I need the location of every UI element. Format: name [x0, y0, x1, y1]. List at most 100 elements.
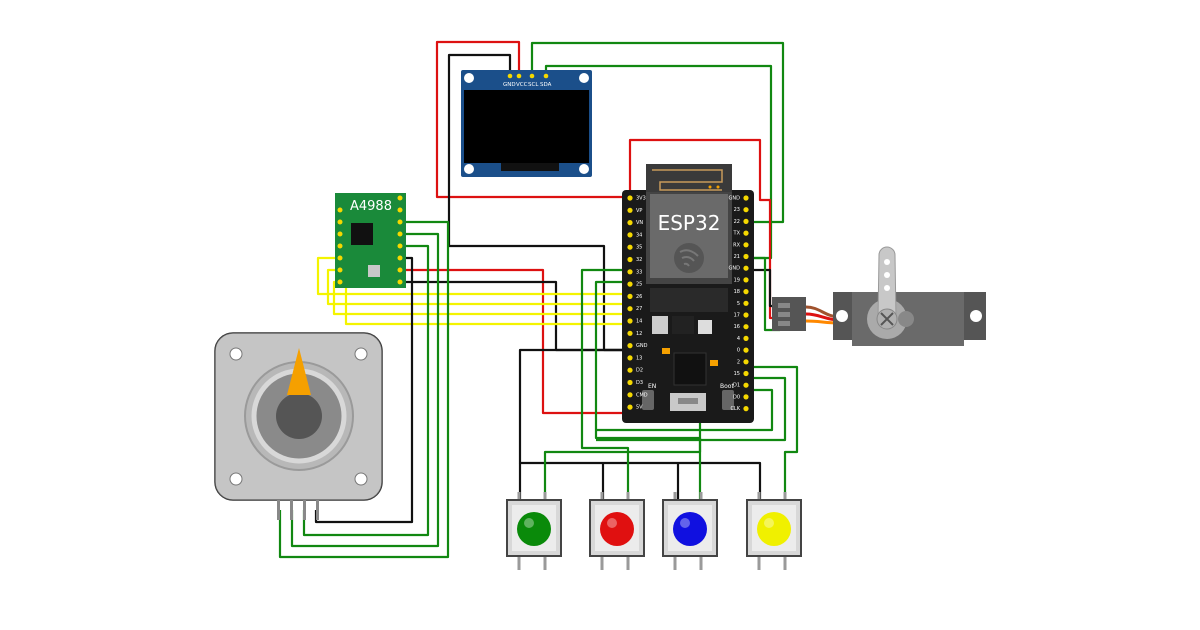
wire-a4988-y4: [344, 282, 630, 326]
wire-oled-vcc: [435, 40, 630, 199]
esp32-pin[interactable]: [743, 253, 749, 260]
wire-btn-blue: [594, 280, 702, 500]
esp32-pin[interactable]: [743, 382, 749, 388]
esp32-pin-label: 5V: [636, 405, 643, 411]
wire-coil-1: [278, 220, 450, 559]
esp32-pin[interactable]: [743, 277, 749, 283]
button-cap[interactable]: [517, 512, 551, 546]
push-buttons: [506, 492, 802, 570]
esp32-pin[interactable]: [627, 404, 633, 410]
esp32-pin[interactable]: [743, 324, 749, 330]
esp32-pin-label: 14: [636, 319, 642, 325]
esp32-pin-label: 25: [636, 282, 642, 288]
esp32-pin-label: 17: [734, 313, 740, 319]
a4988-driver[interactable]: A4988: [335, 193, 406, 288]
esp32-label: ESP32: [658, 211, 721, 235]
button-lead: [699, 556, 703, 570]
esp32-pin-label: 0: [737, 348, 740, 354]
wire-servo-vcc: [628, 138, 780, 320]
esp32-pin-label: 27: [636, 306, 642, 312]
esp32-pin[interactable]: [627, 256, 633, 263]
esp32-board[interactable]: ESP32 EN Boot 3V3VPVN343532332526271412G…: [622, 164, 754, 423]
esp32-pin-label: 32: [636, 257, 642, 263]
esp32-pin[interactable]: [627, 392, 633, 398]
push-button[interactable]: [589, 492, 645, 570]
esp32-pin[interactable]: [627, 355, 633, 361]
esp32-pin-label: 3V3: [636, 196, 646, 202]
button-cap[interactable]: [673, 512, 707, 546]
button-lead: [673, 556, 677, 570]
push-button[interactable]: [746, 492, 802, 570]
esp32-pin[interactable]: [743, 289, 749, 295]
wire-a4988-step-y1: [316, 256, 630, 296]
esp32-pin-label: 26: [636, 294, 642, 300]
wire-a4988-y2: [326, 268, 630, 306]
esp32-pin-label: 19: [734, 277, 740, 283]
esp32-pin[interactable]: [743, 300, 749, 306]
esp32-pin-label: 23: [734, 207, 740, 213]
esp32-pin-label: 2: [737, 359, 740, 365]
wire-btn-yellow: [752, 365, 799, 500]
push-button[interactable]: [662, 492, 718, 570]
stepper-pointer: [287, 348, 311, 395]
esp32-pin[interactable]: [743, 347, 749, 353]
esp32-pin[interactable]: [743, 207, 749, 213]
esp32-pin[interactable]: [743, 312, 749, 318]
esp32-pin[interactable]: [627, 207, 633, 213]
esp32-pin[interactable]: [743, 242, 749, 248]
a4988-pins-right: [397, 195, 403, 285]
servo-motor[interactable]: [772, 246, 986, 346]
button-lead: [517, 556, 521, 570]
esp32-boot-label: Boot: [720, 383, 734, 390]
button-cap[interactable]: [757, 512, 791, 546]
esp32-pin[interactable]: [627, 367, 633, 373]
esp32-pin[interactable]: [743, 394, 749, 400]
esp32-pin[interactable]: [627, 318, 633, 324]
button-cap[interactable]: [600, 512, 634, 546]
esp32-pin[interactable]: [743, 406, 749, 412]
esp32-pin[interactable]: [627, 220, 633, 226]
oled-pin-gnd: GND: [503, 82, 516, 88]
esp32-pin[interactable]: [743, 265, 749, 271]
esp32-pin-label: TX: [733, 231, 741, 237]
esp32-pin-label: 34: [636, 232, 642, 238]
esp32-pin-label: 35: [636, 245, 642, 251]
esp32-pin[interactable]: [627, 281, 633, 287]
esp32-pin-label: 16: [734, 324, 740, 330]
oled-pins: GND VCC SCL SDA: [503, 73, 552, 88]
stepper-motor[interactable]: [214, 332, 383, 520]
esp32-pin[interactable]: [743, 335, 749, 341]
button-highlight: [607, 518, 617, 528]
esp32-pin[interactable]: [627, 293, 633, 299]
button-highlight: [764, 518, 774, 528]
esp32-pin[interactable]: [627, 343, 633, 349]
a4988-pins-left: [337, 207, 343, 285]
esp32-pin[interactable]: [627, 330, 633, 336]
wire-btn-red: [580, 268, 630, 500]
oled-pin-vcc: VCC: [516, 82, 528, 88]
esp32-pin[interactable]: [743, 230, 749, 236]
button-lead: [543, 556, 547, 570]
button-lead: [783, 556, 787, 570]
esp32-pin[interactable]: [743, 195, 749, 201]
esp32-pin[interactable]: [743, 359, 749, 365]
oled-pin-sda: SDA: [540, 82, 552, 88]
esp32-pin-label: VP: [636, 208, 642, 214]
push-button[interactable]: [506, 492, 562, 570]
esp32-pin-label: GND: [636, 343, 648, 349]
esp32-pin-label: 21: [734, 254, 740, 260]
esp32-pin[interactable]: [743, 370, 749, 377]
oled-display[interactable]: GND VCC SCL SDA: [461, 70, 592, 177]
esp32-pin[interactable]: [627, 195, 633, 201]
esp32-pin[interactable]: [743, 218, 749, 224]
esp32-pin[interactable]: [627, 379, 633, 386]
esp32-pin[interactable]: [627, 232, 633, 238]
esp32-pin-label: D3: [636, 380, 643, 386]
esp32-pin[interactable]: [627, 269, 633, 275]
esp32-pin-label: 5: [737, 301, 740, 307]
esp32-pin[interactable]: [627, 244, 633, 250]
esp32-pin-label: D2: [636, 368, 643, 374]
esp32-pin-label: GND: [729, 266, 741, 272]
esp32-pin[interactable]: [627, 306, 633, 312]
